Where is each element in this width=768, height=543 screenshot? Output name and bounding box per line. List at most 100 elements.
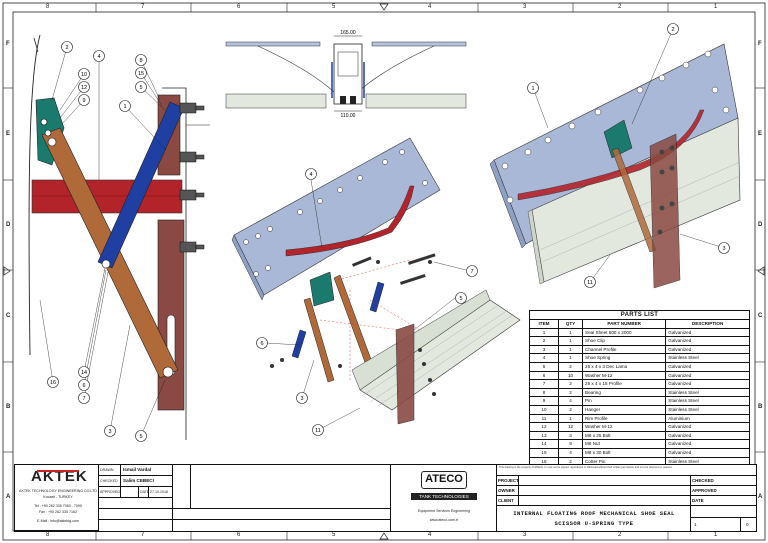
date-label: DATE <box>140 490 150 494</box>
parts-header-cell: ITEM <box>530 320 559 329</box>
ruler-col-bottom: 2 <box>618 532 622 538</box>
parts-cell: 1 <box>558 328 584 338</box>
ruler-col-top: 1 <box>714 4 718 10</box>
parts-cell: 8 <box>530 388 559 398</box>
parts-cell: Galvanized <box>665 345 749 355</box>
callout-balloon <box>78 366 90 378</box>
parts-cell: 15 <box>530 448 559 458</box>
callout-balloon <box>455 292 467 304</box>
parts-cell: 1 <box>530 328 559 338</box>
company-name: AKTEK TECHNOLOGY ENGINEERING CO.LTD <box>19 489 97 493</box>
ruler-col-top: 2 <box>618 4 622 10</box>
company-area: AKTEK AKTEK TECHNOLOGY ENGINEERING CO.LT… <box>15 465 99 531</box>
ruler-row-right: D <box>758 222 763 228</box>
ruler-col-bottom: 5 <box>332 532 336 538</box>
ruler-row-left: B <box>6 404 11 410</box>
date-value: 27.10.2016 <box>150 490 168 494</box>
parts-cell: 13 <box>530 431 559 441</box>
parts-cell: Washer M-12 <box>582 371 667 381</box>
ateco-logo: ATECO <box>421 471 467 489</box>
parts-cell: 2 <box>558 388 584 398</box>
callout-number: 5 <box>459 296 462 302</box>
dimension-top: 165.00 <box>340 30 356 36</box>
parts-cell: Galvanized <box>665 371 749 381</box>
callout-balloon <box>584 276 596 288</box>
callout-number: 4 <box>97 54 100 60</box>
parts-cell: M8 x 30 Bolt <box>582 448 667 458</box>
drawing-title-line-2: SCISSOR U-SPRING TYPE <box>554 520 634 527</box>
callout-balloon <box>61 41 73 53</box>
parts-cell: Shoe Clip <box>582 336 667 346</box>
ruler-col-top: 3 <box>523 4 527 10</box>
callout-number: 5 <box>139 434 142 440</box>
ateco-area: ATECO TANK TECHNOLOGIES Equipment Servic… <box>391 465 497 531</box>
parts-cell: 2 <box>558 405 584 415</box>
parts-cell: 4 <box>558 448 584 458</box>
parts-cell: Stainless Steel <box>665 396 749 406</box>
callout-number: 3 <box>722 246 725 252</box>
callout-balloon <box>78 94 90 106</box>
callout-number: 2 <box>671 27 674 33</box>
callout-number: 5 <box>139 85 142 91</box>
date2-label: DATE <box>692 498 704 503</box>
callout-number: 12 <box>81 85 87 91</box>
parts-header-cell: PART NUMBER <box>582 320 667 329</box>
ruler-col-bottom: 4 <box>428 532 432 538</box>
callout-number: 3 <box>300 396 303 402</box>
ruler-row-right: F <box>758 41 762 47</box>
callout-balloon <box>78 379 90 391</box>
parts-cell: 3 <box>530 345 559 355</box>
parts-cell: Hanger <box>582 405 667 415</box>
parts-cell: Galvanized <box>665 379 749 389</box>
parts-cell: Galvanized <box>665 362 749 372</box>
parts-cell: Bearing <box>582 388 667 398</box>
parts-cell: 1 <box>558 414 584 424</box>
title-block: AKTEK AKTEK TECHNOLOGY ENGINEERING CO.LT… <box>14 464 757 532</box>
parts-cell: 1 <box>558 353 584 363</box>
parts-cell: 2 <box>530 336 559 346</box>
parts-cell: 5 <box>530 362 559 372</box>
ruler-col-top: 5 <box>332 4 336 10</box>
center-mark-left <box>3 266 11 276</box>
project-label: PROJECT <box>498 478 519 483</box>
parts-cell: 25 x 4 x 3 Dec Lama <box>582 362 667 372</box>
dimension-bottom: 110.00 <box>341 113 356 119</box>
parts-cell: 4 <box>558 396 584 406</box>
parts-cell: Galvanized <box>665 328 749 338</box>
callout-balloon <box>93 50 105 62</box>
callout-number: 2 <box>65 45 68 51</box>
callout-balloon <box>135 81 147 93</box>
drawn-label: DRAWN <box>100 468 114 472</box>
center-mark-bottom <box>379 532 389 540</box>
parts-cell: M8 x 25 Bolt <box>582 431 667 441</box>
callout-balloon <box>119 100 131 112</box>
approved2-label: APPROVED <box>692 488 717 493</box>
ruler-row-left: E <box>6 131 11 137</box>
ruler-ticks <box>3 3 765 540</box>
callout-balloon <box>305 168 317 180</box>
callout-balloon <box>78 81 90 93</box>
rev-value: 0 <box>746 522 749 527</box>
callout-number: 14 <box>81 370 87 376</box>
center-mark-top <box>379 3 389 11</box>
parts-cell: Stainless Steel <box>665 388 749 398</box>
callout-number: 3 <box>108 429 111 435</box>
parts-cell: 2 <box>558 362 584 372</box>
callout-number: 6 <box>260 341 263 347</box>
